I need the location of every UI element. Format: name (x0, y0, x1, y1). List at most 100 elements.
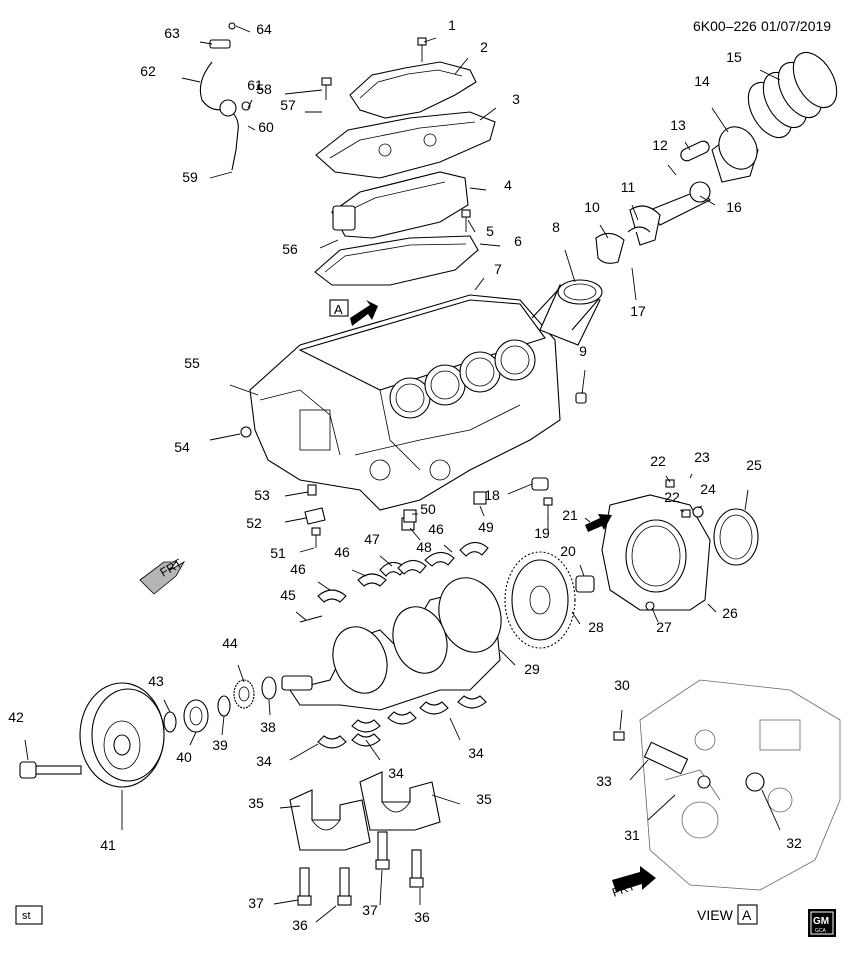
diagram-date: 01/07/2019 (761, 18, 831, 34)
leader-line (379, 869, 383, 906)
view-a-pointer: A (329, 299, 378, 326)
leader-line (235, 25, 251, 33)
bolt-53 (307, 484, 317, 496)
callout-54: 54 (174, 439, 190, 455)
leader-line (315, 905, 337, 923)
callout-26: 26 (722, 605, 738, 621)
leader-line (651, 607, 659, 623)
leader-line (273, 899, 299, 905)
leader-line (599, 224, 609, 239)
callout-51: 51 (270, 545, 286, 561)
callout-5: 5 (486, 223, 494, 239)
leader-line (209, 171, 233, 179)
callout-48: 48 (416, 539, 432, 555)
balancer-bolt-42 (19, 761, 82, 779)
view-label: VIEW (697, 907, 734, 923)
callout-35: 35 (476, 791, 492, 807)
leader-line (237, 664, 245, 683)
callout-55: 55 (184, 355, 200, 371)
crankshaft (281, 577, 502, 711)
callout-35: 35 (248, 795, 264, 811)
callout-44: 44 (222, 635, 238, 651)
valley-cover-gasket (349, 61, 477, 119)
leader-line (647, 794, 676, 821)
callout-6: 6 (514, 233, 522, 249)
leader-line (759, 69, 781, 81)
leader-line (229, 384, 259, 396)
callout-15: 15 (726, 49, 742, 65)
leader-line (744, 489, 749, 511)
leader-line (469, 187, 487, 191)
bolt-51 (311, 527, 321, 548)
crank-gear-44 (233, 679, 255, 709)
callout-32: 32 (786, 835, 802, 851)
nozzle-52 (304, 507, 326, 525)
leader-line (317, 581, 331, 591)
callout-46: 46 (428, 521, 444, 537)
leader-line (409, 527, 421, 541)
callout-52: 52 (246, 515, 262, 531)
leader-line (631, 267, 637, 301)
piston (711, 126, 759, 183)
callout-56: 56 (282, 241, 298, 257)
leader-line (665, 475, 671, 483)
cylinder-liner (531, 279, 603, 346)
callout-22: 22 (664, 489, 680, 505)
leader-line (247, 99, 253, 109)
piston-rings (747, 51, 838, 139)
leader-line (579, 564, 585, 577)
callout-4: 4 (504, 177, 512, 193)
callout-38: 38 (260, 719, 276, 735)
callout-49: 49 (478, 519, 494, 535)
callout-34: 34 (388, 765, 404, 781)
callout-3: 3 (512, 91, 520, 107)
leader-line (319, 239, 339, 249)
callout-16: 16 (726, 199, 742, 215)
callout-17: 17 (630, 303, 646, 319)
gm-logo: GM GCA (808, 909, 836, 937)
leader-line (351, 569, 367, 577)
callout-34: 34 (256, 753, 272, 769)
bolt-5 (461, 209, 471, 232)
view-a-inset: FRT (610, 679, 841, 900)
leader-line (707, 603, 717, 613)
thrust-washer-45 (299, 615, 323, 623)
crankshaft-balancer (79, 682, 165, 788)
spacer-39 (217, 695, 231, 717)
leader-line (711, 107, 729, 133)
callout-36: 36 (292, 917, 308, 933)
callout-12: 12 (652, 137, 668, 153)
leader-line (679, 509, 685, 513)
plug-50 (403, 509, 417, 523)
callout-11: 11 (621, 179, 636, 195)
engine-block (249, 294, 561, 511)
callout-46: 46 (290, 561, 306, 577)
diagram-code: 6K00–226 (693, 18, 757, 34)
callout-41: 41 (100, 837, 116, 853)
callout-1: 1 (448, 17, 456, 33)
leader-line (454, 57, 469, 75)
main-bearings-lower (317, 695, 487, 749)
piston-pin (680, 140, 710, 162)
callout-57: 57 (280, 97, 296, 113)
st-box: st (15, 905, 43, 925)
callout-28: 28 (588, 619, 604, 635)
main-bearing-cap-right (359, 771, 441, 831)
leader-line (423, 37, 437, 43)
leader-line (479, 107, 497, 121)
callout-10: 10 (584, 199, 600, 215)
plug-49 (473, 491, 487, 505)
plug-9 (575, 392, 587, 404)
seal-40 (183, 699, 209, 733)
callout-30: 30 (614, 677, 630, 693)
callout-20: 20 (560, 543, 576, 559)
callout-25: 25 (746, 457, 762, 473)
callout-53: 53 (254, 487, 270, 503)
valley-cover (315, 111, 496, 179)
callout-8: 8 (552, 219, 560, 235)
crank-spacer-20 (575, 575, 595, 593)
st-label: st (22, 910, 31, 922)
callout-27: 27 (656, 619, 672, 635)
